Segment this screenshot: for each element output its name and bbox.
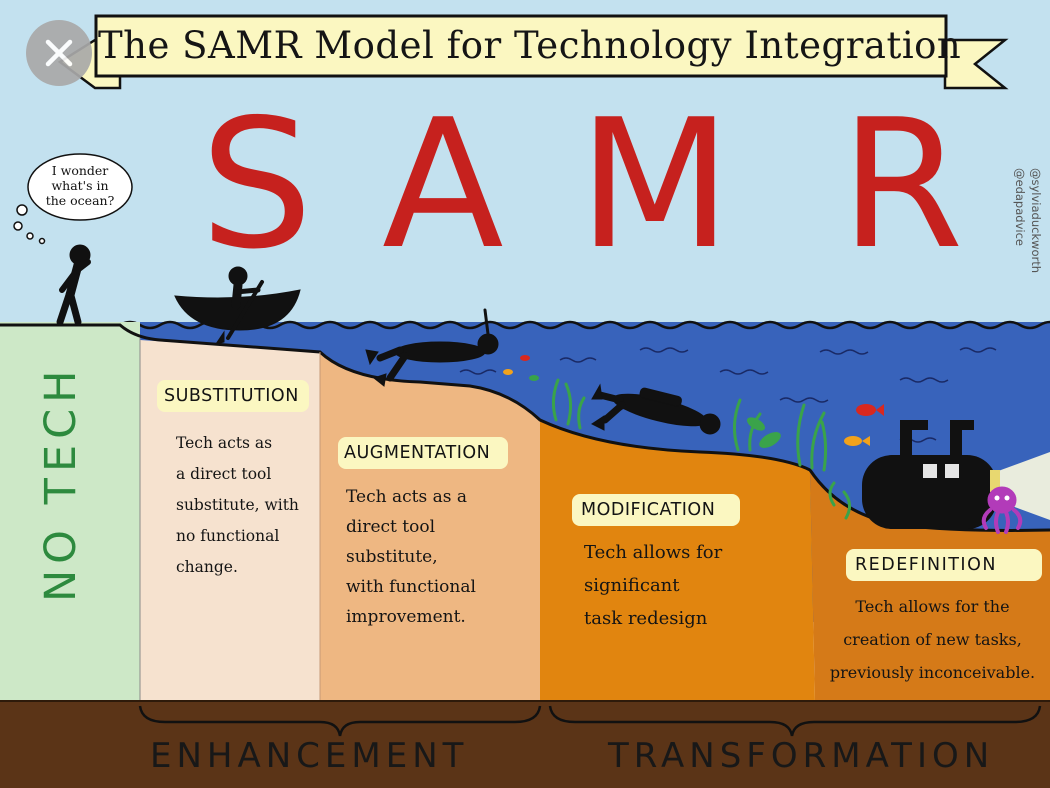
title-banner bbox=[57, 14, 1009, 90]
redefinition-label: REDEFINITION bbox=[855, 555, 997, 575]
letter-r: R bbox=[840, 81, 964, 288]
label-boxes bbox=[157, 380, 1042, 581]
page-title: The SAMR Model for Technology Integratio… bbox=[98, 24, 962, 67]
wave-marks bbox=[459, 347, 997, 443]
octopus-icon bbox=[981, 486, 1023, 534]
augmentation-label: AUGMENTATION bbox=[344, 443, 491, 463]
redefinition-description: Tech allows for the creation of new task… bbox=[829, 597, 1036, 682]
modification-description: Tech allows for significant task redesig… bbox=[584, 542, 723, 629]
substitution-area bbox=[140, 340, 320, 702]
seaweed-icon bbox=[551, 378, 851, 520]
substitution-description: Tech acts as a direct tool substitute, w… bbox=[176, 434, 299, 576]
canoe-icon bbox=[174, 266, 301, 345]
modification-area bbox=[540, 420, 815, 702]
thinking-person-icon bbox=[56, 244, 91, 326]
letter-s: S bbox=[200, 81, 313, 288]
transformation-label: TRANSFORMATION bbox=[608, 736, 995, 776]
submarine-icon bbox=[862, 420, 1050, 529]
scuba-diver-icon bbox=[591, 383, 721, 435]
modification-label: MODIFICATION bbox=[581, 500, 716, 520]
enhancement-brace bbox=[138, 705, 542, 737]
snorkeler-icon bbox=[365, 308, 499, 387]
close-icon bbox=[45, 39, 73, 67]
no-tech-label: NO TECH bbox=[36, 364, 86, 602]
substitution-label: SUBSTITUTION bbox=[164, 386, 299, 406]
enhancement-label: ENHANCEMENT bbox=[150, 736, 469, 776]
letter-a: A bbox=[382, 81, 504, 288]
ground bbox=[0, 700, 1050, 788]
letter-m: M bbox=[578, 81, 732, 288]
fish-icon bbox=[503, 355, 884, 446]
seaweed-icon bbox=[746, 417, 781, 448]
credit-text: @sylviaduckworth @edapadvice bbox=[1013, 168, 1043, 274]
transformation-brace bbox=[548, 705, 1042, 737]
thought-bubble bbox=[13, 153, 133, 245]
thought-bubble-text: I wonder what's in the ocean? bbox=[45, 163, 115, 208]
close-button[interactable] bbox=[26, 20, 92, 86]
augmentation-description: Tech acts as a direct tool substitute, w… bbox=[346, 487, 476, 627]
ocean-surface bbox=[119, 320, 1050, 330]
redefinition-area bbox=[810, 470, 1050, 702]
no-tech-area bbox=[0, 322, 140, 702]
